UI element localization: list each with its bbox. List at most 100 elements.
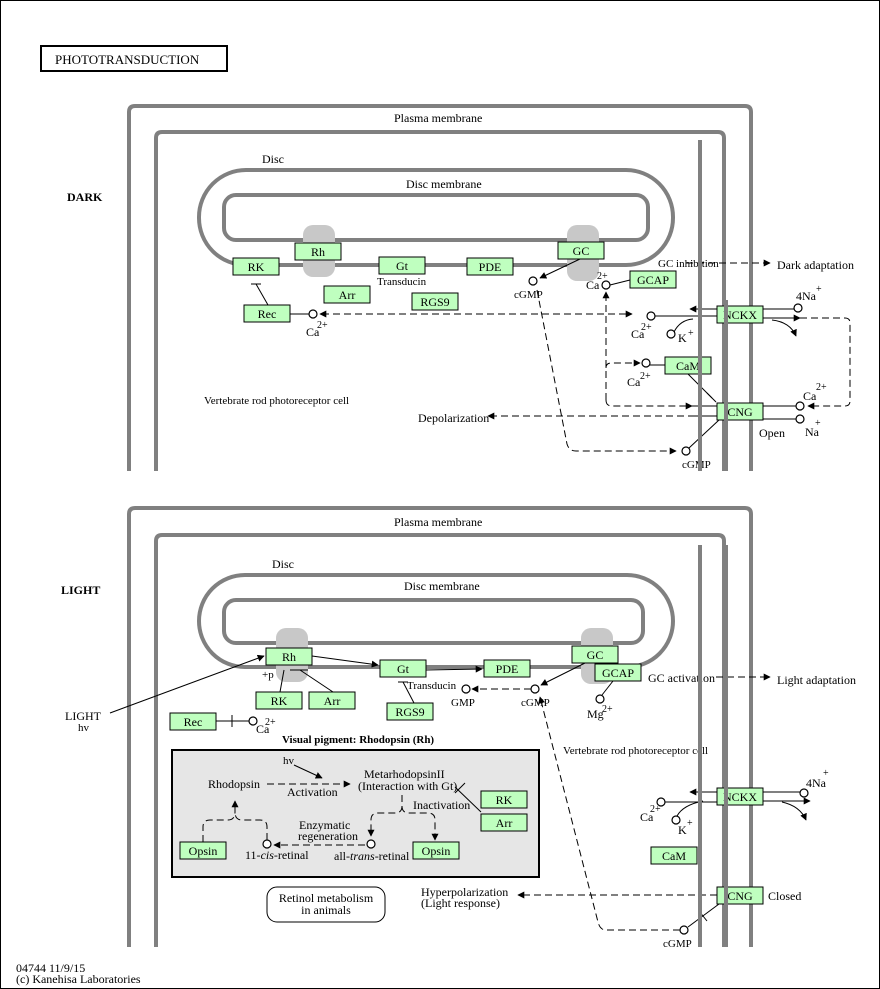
svg-text:Rh: Rh [311,245,325,259]
footer-id-date: 04744 11/9/15 [16,961,85,975]
retinol-map-line2: in animals [301,903,351,917]
svg-text:Rh: Rh [282,650,296,664]
ca-sup: 2+ [641,322,652,333]
visual-pigment-panel [171,749,540,878]
gene-gcap[interactable]: GCAP [629,270,677,289]
plasma-membrane-outer-light [127,506,753,947]
gene-nckx[interactable]: NCKX [716,305,764,324]
ca-label-nckx: Ca [631,327,645,341]
ca-label-cng: Ca [803,389,817,403]
cgmp-label-2: cGMP [682,459,711,471]
svg-text:CaM: CaM [662,849,686,863]
vp-enzymatic: Enzymatic [299,818,350,832]
gene-rk-light[interactable]: RK [255,691,303,710]
cell-label-light: Vertebrate rod photoreceptor cell [563,745,708,757]
gene-gt[interactable]: Gt [378,256,426,275]
disc-inner [222,193,650,242]
na4-label-light: 4Na [806,776,827,790]
cgmp-label-light: cGMP [521,697,550,709]
vp-rhodopsin: Rhodopsin [208,777,260,791]
gene-arr[interactable]: Arr [323,285,371,304]
cgmp-label: cGMP [514,289,543,301]
gene-gc[interactable]: GC [557,241,605,260]
gene-cam[interactable]: CaM [664,356,712,375]
compounds-dark[interactable] [308,276,805,456]
page-title: PHOTOTRANSDUCTION [55,52,200,67]
gene-pde[interactable]: PDE [466,257,514,276]
gene-gt-light[interactable]: Gt [379,659,427,678]
gene-arr-light[interactable]: Arr [308,691,356,710]
gene-nckx-light[interactable]: NCKX [716,787,764,806]
gene-rk-panel[interactable]: RK [480,790,528,809]
ca-sup: 2+ [640,371,651,382]
disc-inner-light [222,598,645,645]
mg-label: Mg [587,707,604,721]
hv-label: hv [78,722,90,734]
compounds-light[interactable] [248,684,809,935]
gmp-label: GMP [451,697,475,709]
gene-opsin-2[interactable]: Opsin [412,841,460,860]
gene-pde-light[interactable]: PDE [483,659,531,678]
gene-rgs9[interactable]: RGS9 [411,292,459,311]
ca-sup: 2+ [650,804,661,815]
vp-inactivation: Inactivation [413,798,470,812]
gene-gc-light[interactable]: GC [571,645,619,664]
light-response-label: (Light response) [421,896,500,910]
k-label: K [678,331,687,345]
cgmp-label-light-2: cGMP [663,938,692,950]
open-label: Open [759,426,785,440]
svg-text:CaM: CaM [676,359,700,373]
na4-label: 4Na [796,289,817,303]
vp-hv: hv [283,755,295,767]
ca-label-rec: Ca [306,325,320,339]
ca-sup: 2+ [597,271,608,282]
svg-text:Arr: Arr [339,288,356,302]
gene-gcap-light[interactable]: GCAP [594,663,642,682]
plasma-membrane-label: Plasma membrane [394,111,482,125]
plus-sup: + [688,328,694,339]
disc-label-light: Disc [272,557,294,571]
ca-label-cam: Ca [627,375,641,389]
gene-rec[interactable]: Rec [243,304,291,323]
gene-cng-light[interactable]: CNG [716,886,764,905]
gene-rh-light[interactable]: Rh [265,647,313,666]
svg-text:Gt: Gt [397,662,410,676]
plus-sup: + [823,768,829,779]
title-box: PHOTOTRANSDUCTION [40,45,228,72]
ca-sup: 2+ [317,320,328,331]
ca-sup: 2+ [265,717,276,728]
gene-cng[interactable]: CNG [716,402,764,421]
na-label: Na [805,425,820,439]
plasma-membrane-inner [154,130,726,471]
light-panel: LIGHT Plasma membrane Disc Disc membrane… [61,506,856,950]
svg-text:RK: RK [248,260,265,274]
svg-text:Gt: Gt [396,259,409,273]
gene-rk[interactable]: RK [232,257,280,276]
plus-sup: + [815,418,821,429]
light-hv-label: LIGHT [65,709,102,723]
edges-dark [251,258,851,455]
gene-rec-light[interactable]: Rec [169,712,217,731]
svg-text:Rec: Rec [258,307,277,321]
gene-cam-light[interactable]: CaM [650,846,698,865]
plasma-membrane-outer [127,104,753,471]
svg-text:PDE: PDE [496,662,519,676]
k-label-light: K [678,823,687,837]
ca-label-rec-light: Ca [256,722,270,736]
vp-interaction: (Interaction with Gt) [358,779,457,793]
svg-text:GCAP: GCAP [637,273,669,287]
gene-opsin-1[interactable]: Opsin [179,841,227,860]
svg-text:RK: RK [496,793,513,807]
svg-text:CNG: CNG [727,889,753,903]
cell-label: Vertebrate rod photoreceptor cell [204,395,349,407]
svg-text:CNG: CNG [727,405,753,419]
gene-rgs9-light[interactable]: RGS9 [386,702,434,721]
gene-arr-panel[interactable]: Arr [480,813,528,832]
dark-panel: DARK Plasma membrane Disc Disc membrane … [67,104,854,471]
retinol-metabolism-map-link[interactable]: Retinol metabolism in animals [266,886,386,923]
gene-rh[interactable]: Rh [294,242,342,261]
transducin-label-light: Transducin [407,680,457,692]
disc-outer [197,168,675,267]
vp-all-trans-retinal: all-trans-retinal [334,849,410,863]
